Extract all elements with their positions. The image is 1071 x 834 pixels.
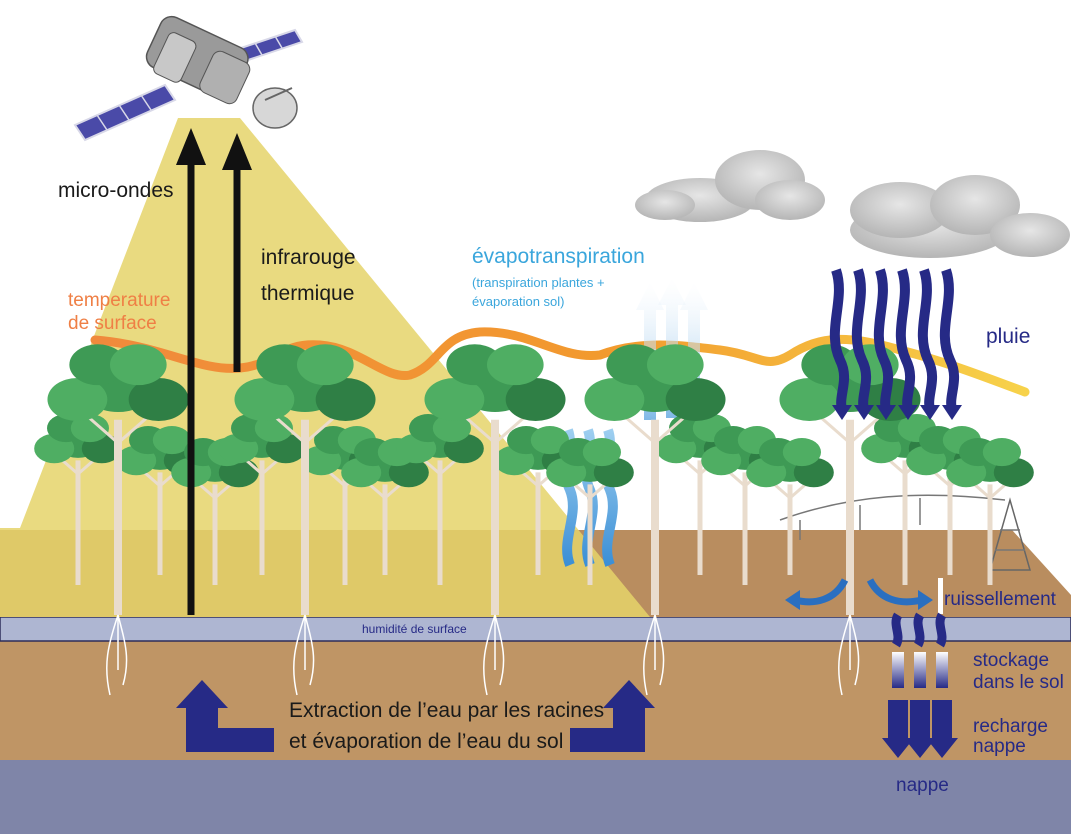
root-system: [643, 614, 665, 696]
infrared-label: infrarouge: [261, 246, 356, 269]
rain-arrowheads: [832, 405, 962, 420]
evapotranspiration-sub2: évaporation sol): [472, 294, 565, 309]
storage-arrows: [892, 652, 948, 688]
runoff-arrowheads: [785, 590, 933, 610]
irrigation-pivot: [779, 494, 1031, 571]
tree-icon: [424, 344, 566, 696]
recharge-label-1: recharge: [973, 716, 1048, 737]
root-system: [483, 614, 505, 696]
temperature-label: temperature: [68, 290, 171, 311]
aquifer-label: nappe: [896, 775, 949, 796]
tree-icon: [746, 438, 834, 575]
root-system: [838, 614, 860, 696]
surface-humidity-label: humidité de surface: [362, 622, 467, 636]
surface-label: de surface: [68, 313, 157, 334]
root-system: [106, 614, 128, 696]
cloud-right: [850, 175, 1070, 258]
surface-humidity-layer: [0, 616, 1071, 642]
tree-icon: [494, 426, 582, 575]
tree-icon: [34, 414, 122, 585]
extraction-arrow-left: [176, 680, 274, 752]
evapotranspiration-label: évapotranspiration: [472, 245, 645, 268]
recharge-arrows: [882, 700, 958, 758]
microwave-arrow: [176, 128, 206, 615]
tree-icon: [234, 344, 376, 696]
storage-label-1: stockage: [973, 650, 1050, 671]
tree-icon: [396, 414, 484, 585]
storage-label-2: dans le sol: [973, 672, 1064, 693]
cloud-left: [635, 150, 825, 222]
rain-arrows: [829, 268, 959, 412]
tree-icon: [946, 438, 1034, 585]
extraction-label-1: Extraction de l’eau par les racines: [289, 699, 605, 722]
infiltration-arrows: [891, 612, 947, 648]
microwave-label: micro-ondes: [58, 179, 174, 202]
tree-icon: [584, 344, 726, 696]
tree-icon: [341, 438, 429, 575]
tree-icon: [47, 344, 189, 696]
tree-icon: [546, 438, 634, 585]
thermal-ir-arrow: [222, 133, 252, 372]
rain-label: pluie: [986, 325, 1031, 348]
runoff-marker: [938, 578, 943, 614]
satellite-icon: [73, 15, 304, 142]
trees-group: [34, 344, 1034, 696]
runoff-label: ruissellement: [944, 589, 1056, 610]
recharge-label-2: nappe: [973, 736, 1026, 757]
thermal-label: thermique: [261, 282, 355, 305]
aquifer-layer: [0, 760, 1071, 834]
tree-icon: [218, 414, 306, 575]
extraction-label-2: et évaporation de l’eau du sol: [289, 730, 564, 753]
extraction-arrow-right: [570, 680, 655, 752]
runoff-arrows: [794, 578, 923, 606]
root-system: [293, 614, 315, 696]
evapotranspiration-sub1: (transpiration plantes +: [472, 275, 605, 290]
